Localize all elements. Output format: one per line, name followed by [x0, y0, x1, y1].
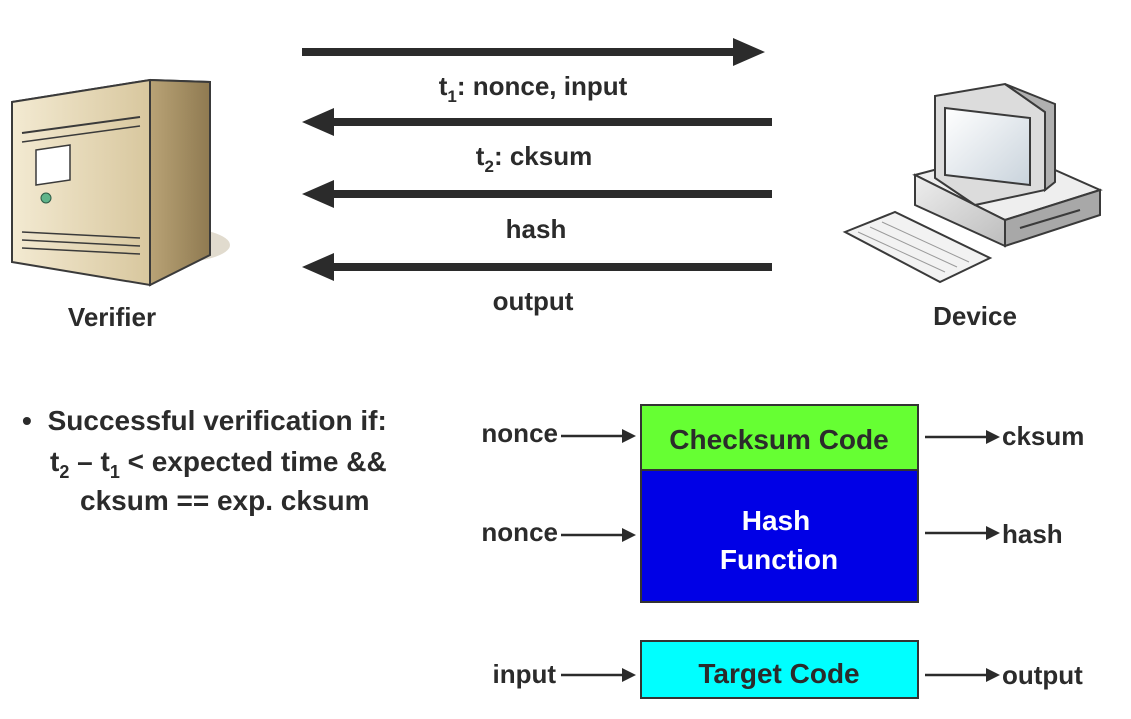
- message-arrows: [302, 38, 772, 281]
- condition-line1: Successful verification if:: [48, 405, 387, 436]
- message-labels: t1: nonce, input t2: cksum hash output: [439, 71, 628, 316]
- target-input-label: input: [492, 659, 556, 689]
- checksum-code-label: Checksum Code: [669, 424, 888, 455]
- condition-t2-sub: 2: [59, 462, 69, 482]
- target-output-label: output: [1002, 660, 1083, 690]
- message-label-3: hash: [506, 214, 567, 244]
- message-arrow-1: [302, 38, 765, 66]
- server-tower-icon: [11, 78, 230, 287]
- svg-text:t2 – t1 < expected time &&: t2 – t1 < expected time &&: [50, 446, 387, 482]
- target-output-arrow-head: [986, 668, 1000, 682]
- hash-function-label-line2: Function: [720, 544, 838, 575]
- checksum-output-label: cksum: [1002, 421, 1084, 451]
- hash-input-arrow-head: [622, 528, 636, 542]
- hash-function-block: Hash Function: [640, 469, 919, 603]
- message-arrow-3: [302, 180, 772, 208]
- block-io-arrows: [561, 429, 1000, 682]
- condition-line3: cksum == exp. cksum: [80, 485, 370, 516]
- hash-function-label-line1: Hash: [742, 505, 810, 536]
- desktop-computer-icon: [842, 82, 1103, 284]
- message-arrow-4: [302, 253, 772, 281]
- hash-output-label: hash: [1002, 519, 1063, 549]
- hash-input-label: nonce: [481, 517, 558, 547]
- condition-t2: t: [50, 446, 59, 477]
- message-arrow-2: [302, 108, 772, 136]
- verifier-label: Verifier: [68, 302, 156, 332]
- target-code-block: Target Code: [640, 640, 919, 699]
- checksum-code-block: Checksum Code: [640, 404, 919, 471]
- checksum-output-arrow-head: [986, 430, 1000, 444]
- message-label-1: t1: nonce, input: [439, 71, 628, 106]
- hash-output-arrow-head: [986, 526, 1000, 540]
- condition-t1-sub: 1: [110, 462, 120, 482]
- svg-text:• Successful verificatio: • Successful verification if:: [22, 405, 387, 436]
- checksum-input-label: nonce: [481, 418, 558, 448]
- verification-condition: • Successful verification if: t2 – t1 < …: [22, 405, 387, 516]
- condition-line2-rest: < expected time &&: [120, 446, 387, 477]
- target-code-label: Target Code: [698, 658, 859, 689]
- condition-bullet: •: [22, 405, 32, 436]
- target-input-arrow-head: [622, 668, 636, 682]
- condition-minus-t: – t: [69, 446, 109, 477]
- message-label-4: output: [493, 286, 574, 316]
- device-label: Device: [933, 301, 1017, 331]
- message-label-2: t2: cksum: [476, 141, 592, 176]
- checksum-input-arrow-head: [622, 429, 636, 443]
